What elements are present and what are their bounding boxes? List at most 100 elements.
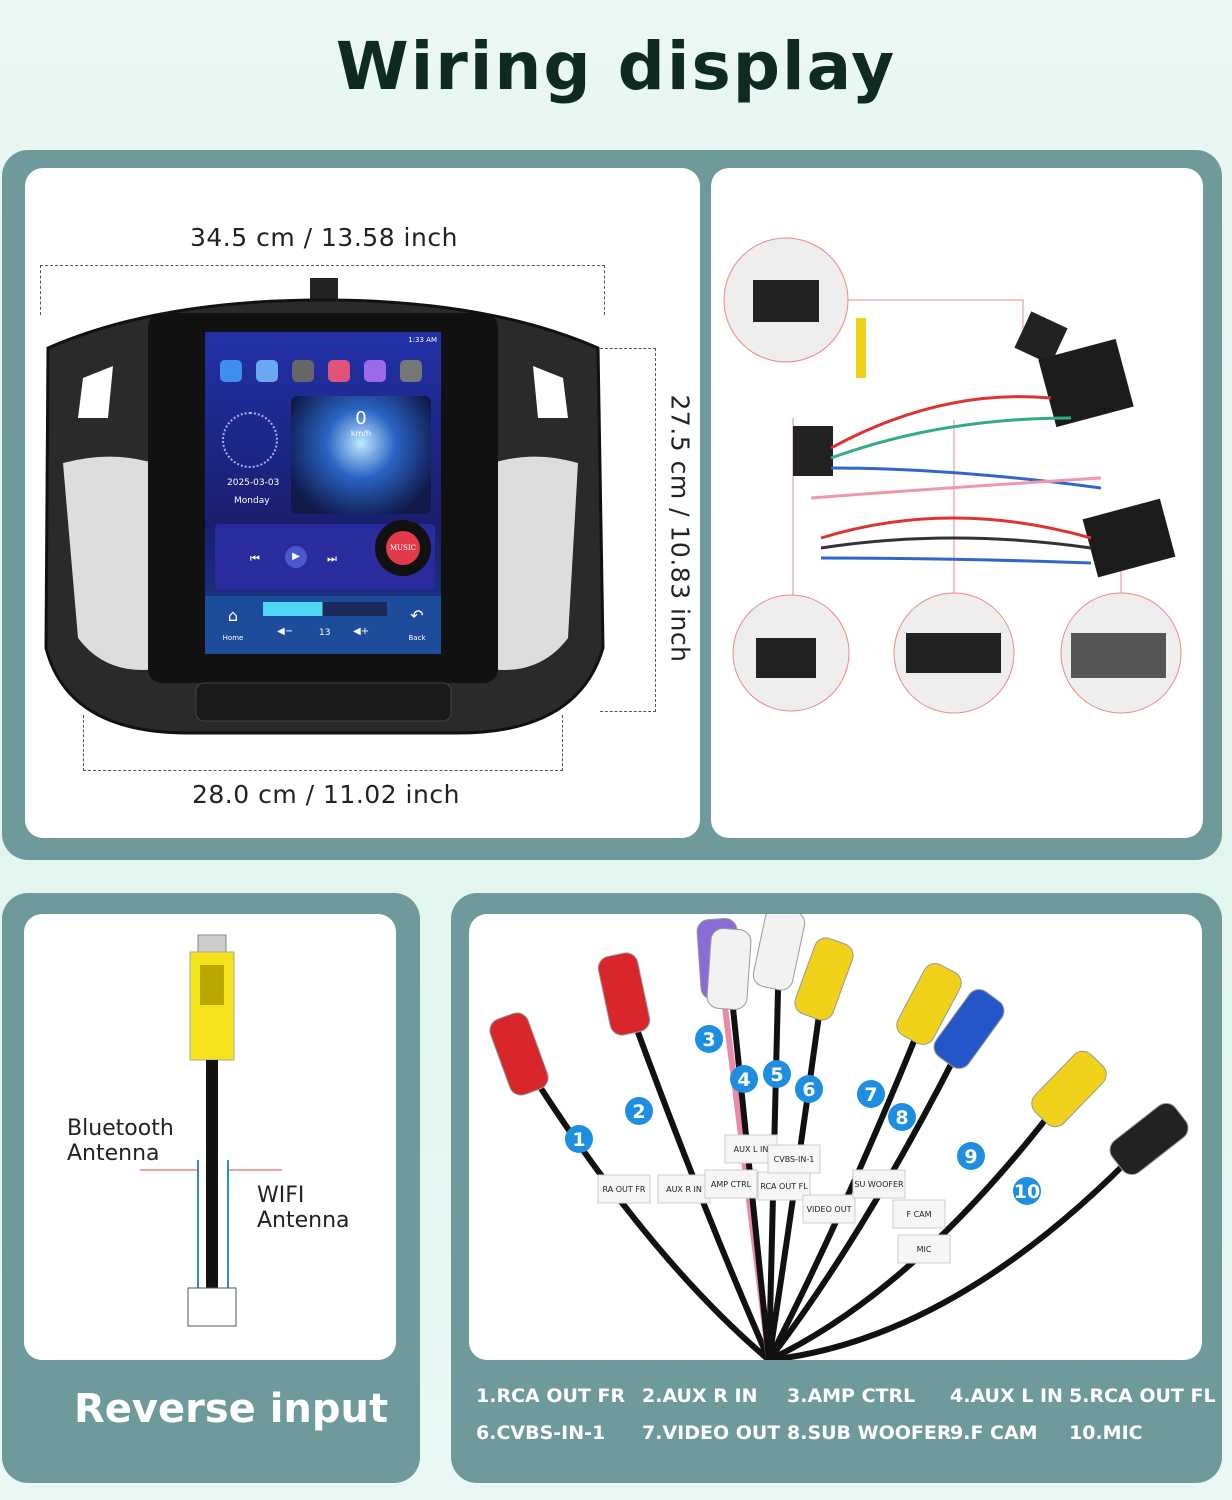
music-icon[interactable] (328, 360, 350, 382)
page-title: Wiring display (335, 28, 897, 105)
cable-tag-text: CVBS-IN-1 (774, 1155, 815, 1164)
number-badge (857, 1080, 885, 1108)
app-row (220, 360, 422, 382)
cable-tag (892, 1199, 946, 1229)
home-label: Home (222, 634, 244, 642)
cable-tag-text: F CAM (906, 1210, 931, 1219)
cable (768, 1136, 1152, 1360)
apps-icon[interactable] (220, 360, 242, 382)
rca-connector (1031, 1050, 1107, 1128)
bottom-bar: ⌂Home ◀− 13 ◀+ ↶Back (205, 596, 441, 654)
cable-tag (802, 1194, 856, 1224)
wifi-antenna-label: WIFI Antenna (257, 1183, 350, 1233)
cable-tag-text: AMP CTRL (711, 1180, 752, 1189)
volume-value: 13 (319, 628, 331, 638)
legend-item: 3.AMP CTRL (787, 1385, 916, 1407)
number-badge-text: 2 (632, 1101, 645, 1123)
rca-connector (489, 1012, 549, 1096)
status-time: 1:33 AM (408, 336, 437, 344)
legend-item: 6.CVBS-IN-1 (476, 1422, 606, 1444)
rca-cables-illustration: RA OUT FR AUX R IN AMP CTRL AUX L IN RCA OUT… (489, 914, 1189, 1360)
cable-tag (852, 1169, 906, 1199)
number-badge (1013, 1177, 1041, 1205)
radio-icon[interactable] (292, 360, 314, 382)
number-badge-text: 7 (864, 1084, 877, 1106)
volume-bar[interactable] (263, 602, 387, 616)
number-badge (957, 1142, 985, 1170)
cable-tag (704, 1169, 758, 1199)
number-badge-text: 3 (702, 1029, 715, 1051)
rca-connector (933, 989, 1005, 1069)
back-button[interactable]: ↶Back (408, 606, 426, 642)
cable (766, 1002, 932, 1360)
navigation-icon[interactable] (256, 360, 278, 382)
legend-item: 1.RCA OUT FR (476, 1385, 626, 1407)
home-button[interactable]: ⌂Home (222, 606, 244, 642)
day: Monday (234, 496, 270, 506)
height-dimension: 27.5 cm / 10.83 inch (665, 394, 695, 663)
number-badge (695, 1025, 723, 1053)
cable-tag-text: VIDEO OUT (807, 1205, 852, 1214)
volume-down-icon[interactable]: ◀− (277, 626, 294, 637)
width-guide (40, 265, 605, 315)
legend-item: 4.AUX L IN (950, 1385, 1063, 1407)
speed-unit: km/h (350, 429, 372, 438)
phone-icon[interactable] (364, 360, 386, 382)
cable (516, 1052, 771, 1360)
height-guide (600, 348, 656, 712)
cable-tag-text: AUX L IN (734, 1145, 769, 1154)
rca-connector (794, 937, 854, 1021)
back-label: Back (408, 634, 426, 642)
cable-tag-text: MIC (917, 1245, 932, 1254)
music-widget: ⏮ ▶ ⏭ MUSIC (215, 520, 435, 590)
cable-tag-text: RA OUT FR (603, 1185, 646, 1194)
number-badge-text: 9 (964, 1146, 977, 1168)
music-label: MUSIC (386, 531, 420, 565)
bottom-dimension: 28.0 cm / 11.02 inch (192, 780, 460, 809)
legend-item: 7.VIDEO OUT (642, 1422, 781, 1444)
cable-tag (657, 1174, 711, 1204)
screen: 1:33 AM 2025-03-03 Monday 0 km/h ⏮ ▶ ⏭ M… (205, 332, 441, 654)
reverse-input-label: Reverse input (74, 1386, 389, 1432)
cable-tag-text: AUX R IN (666, 1185, 702, 1194)
number-badge-text: 10 (1014, 1181, 1040, 1203)
speed: 0 (355, 408, 367, 429)
rca-connector (896, 963, 962, 1045)
number-badge (795, 1075, 823, 1103)
bottom-guide (83, 715, 563, 771)
volume-up-icon[interactable]: ◀+ (353, 626, 370, 637)
legend-item: 9.F CAM (950, 1422, 1038, 1444)
cable-tag-text: RCA OUT FL (760, 1182, 808, 1191)
rca-connector (706, 928, 752, 1010)
settings-icon[interactable] (400, 360, 422, 382)
date: 2025-03-03 (227, 478, 280, 488)
number-badge-text: 4 (737, 1069, 750, 1091)
cable (726, 968, 772, 1360)
rca-connector (1109, 1102, 1189, 1176)
next-icon[interactable]: ⏭ (327, 552, 337, 565)
number-badge (565, 1125, 593, 1153)
clock-icon (222, 412, 278, 468)
number-badge-text: 6 (802, 1079, 815, 1101)
antenna-cable-illustration (140, 934, 282, 1327)
speed-widget: 0 km/h (291, 396, 431, 514)
previous-icon[interactable]: ⏮ (250, 552, 260, 565)
number-badge (625, 1097, 653, 1125)
legend-item: 5.RCA OUT FL (1069, 1385, 1216, 1407)
number-badge-text: 1 (572, 1129, 585, 1151)
cable-tag (897, 1234, 951, 1264)
wiring-harness-illustration (723, 237, 1182, 714)
number-badge-text: 5 (770, 1064, 783, 1086)
play-icon[interactable]: ▶ (285, 546, 307, 568)
number-badge (763, 1060, 791, 1088)
rca-connector (752, 914, 806, 991)
cable-tag (597, 1174, 651, 1204)
cable (766, 1027, 972, 1360)
cable-tag (767, 1144, 821, 1174)
number-badge-text: 8 (895, 1107, 908, 1129)
legend-item: 2.AUX R IN (642, 1385, 758, 1407)
music-disc[interactable]: MUSIC (375, 520, 431, 576)
rca-connector (597, 952, 651, 1036)
bluetooth-antenna-label: Bluetooth Antenna (67, 1116, 174, 1166)
legend-item: 10.MIC (1069, 1422, 1143, 1444)
